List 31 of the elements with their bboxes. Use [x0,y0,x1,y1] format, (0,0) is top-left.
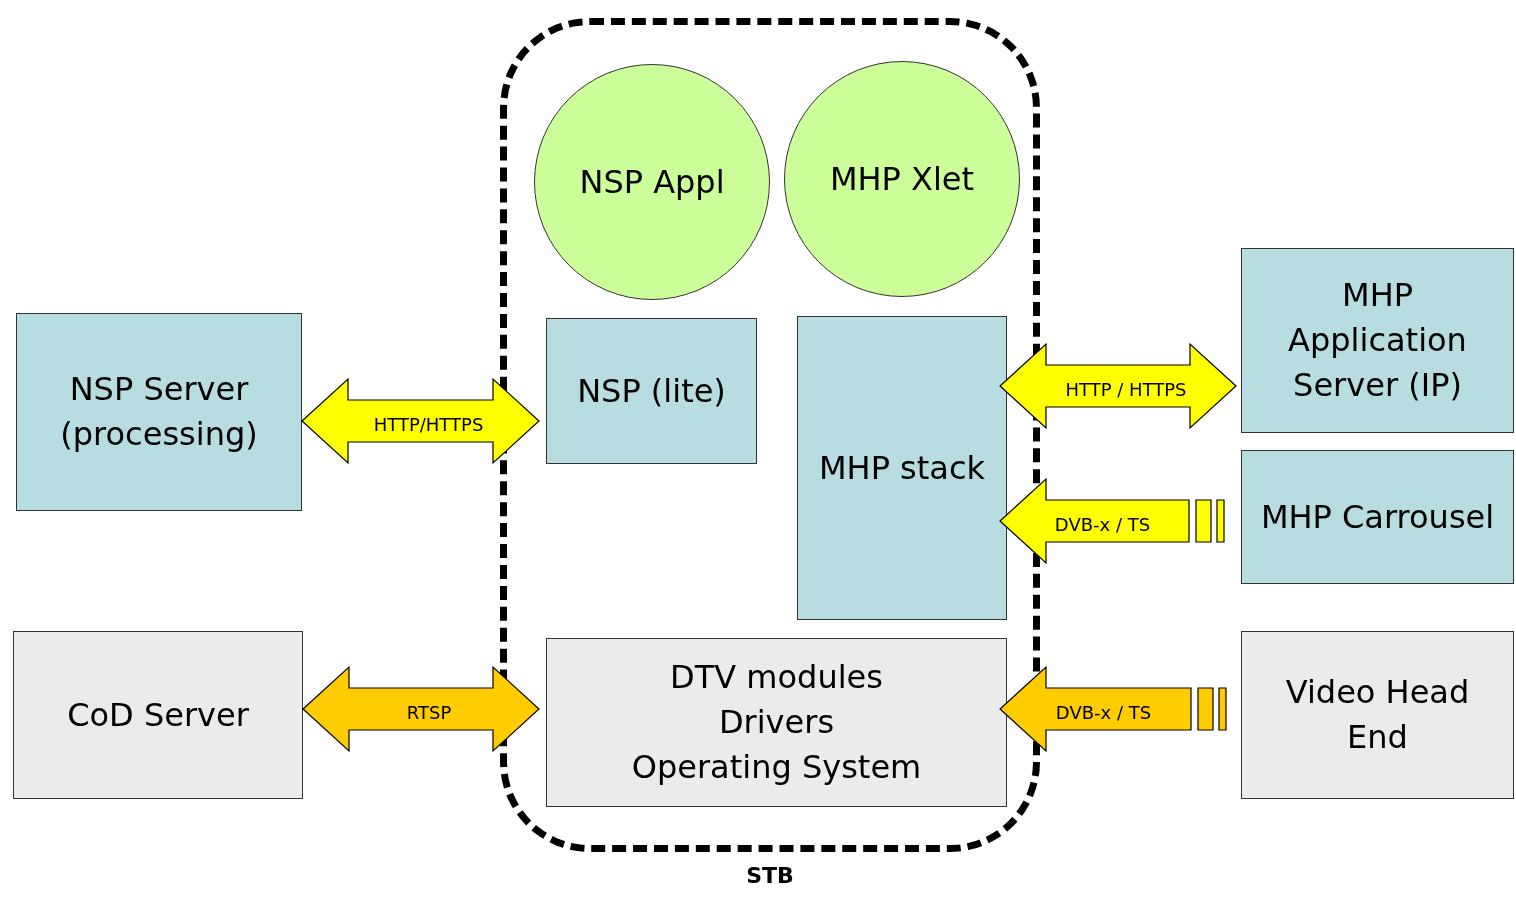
process-box [546,318,757,464]
node-label: Drivers [717,702,836,743]
node-label: DTV modules [669,657,884,698]
block-arrow [999,477,1225,565]
edge-label: DVB-x / TS [1055,702,1152,724]
node-label: MHP Carrousel [1259,496,1496,538]
node-label: CoD Server [66,694,250,736]
process-box [797,316,1007,620]
node-label: NSP Server (processing) [59,369,259,455]
process-box [546,638,1007,807]
process-box [13,631,303,799]
edge-label: RTSP [406,702,452,724]
edge-label: DVB-x / TS [1054,514,1151,536]
edge-label: HTTP/HTTPS [373,414,484,436]
double-block-arrow [302,665,540,753]
node-label: MHP Xlet [828,158,976,200]
process-box [16,313,302,511]
node-label: NSP Appl [578,161,726,203]
node-label: NSP (lite) [576,370,727,412]
node-label: MHP Application Server (IP) [1287,275,1468,406]
double-block-arrow [999,342,1237,430]
double-block-arrow [301,377,540,465]
node-label: MHP stack [817,447,987,489]
process-box [1241,450,1514,584]
node-label: Operating System [630,747,923,788]
process-box [1241,248,1514,433]
edge-label: HTTP / HTTPS [1065,379,1187,401]
block-arrow [999,665,1227,753]
node-label: Video Head End [1284,672,1471,758]
process-box [1241,631,1514,799]
group-label: STB [745,863,795,889]
